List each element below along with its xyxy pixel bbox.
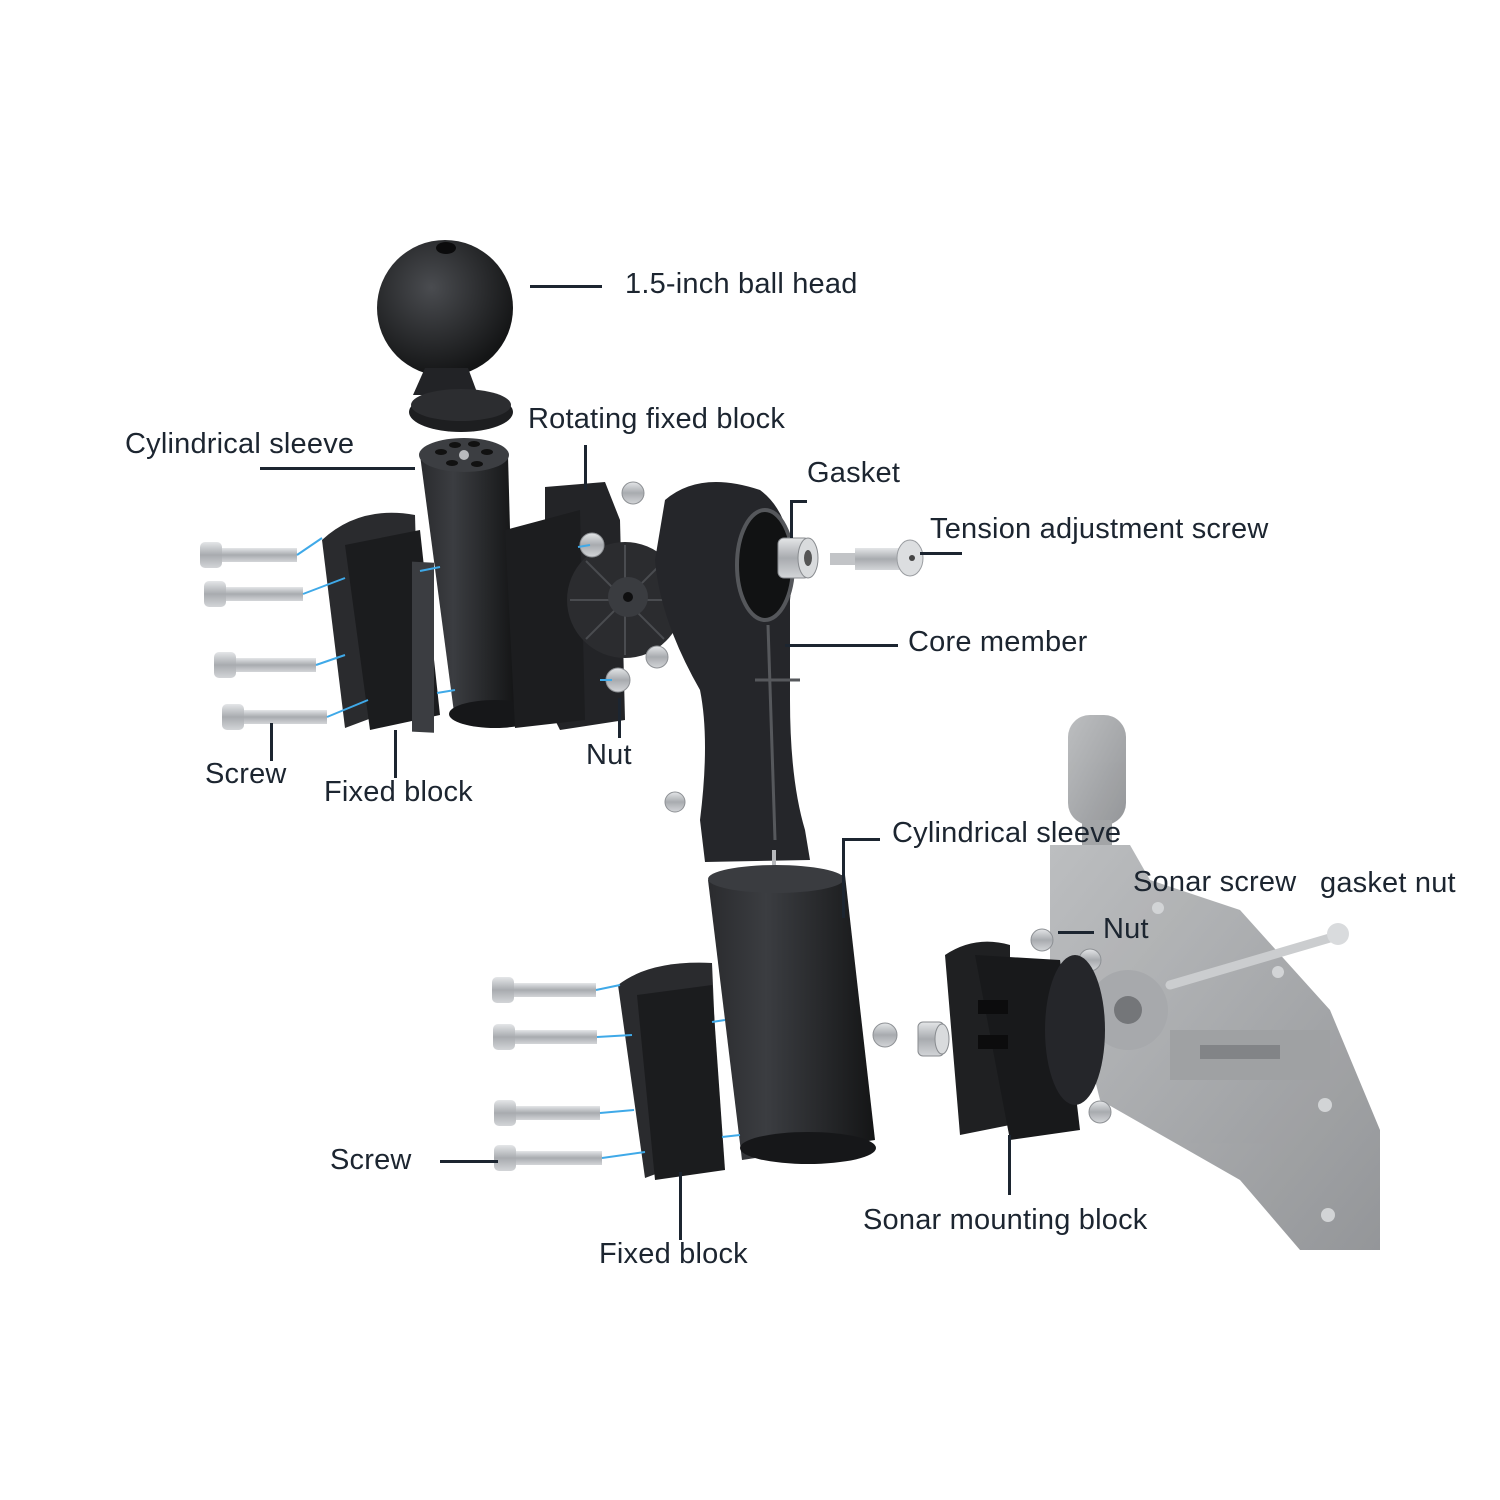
label-nut-bottom: Nut (1103, 913, 1149, 945)
tension-adjustment-screw-part (830, 539, 924, 577)
leader-gasket-v (790, 500, 793, 538)
screws-top (200, 537, 612, 730)
leader-cylindrical-sleeve-top (260, 467, 415, 470)
leader-fixed-block-bottom (679, 1172, 682, 1240)
rotating-fixed-block-part (505, 482, 683, 730)
label-fixed-block-top: Fixed block (324, 776, 473, 808)
label-gasket: Gasket (807, 457, 901, 489)
gasket-small-part (917, 1021, 950, 1057)
core-member-part (655, 482, 810, 862)
label-gasket-nut: gasket nut (1320, 867, 1456, 899)
screws-bottom (492, 977, 741, 1171)
leader-sonar-mounting-block (1008, 1135, 1011, 1195)
leader-nut-bottom (1058, 931, 1094, 934)
fixed-block-top-part (322, 512, 440, 733)
leader-gasket-h (790, 500, 807, 503)
label-sonar-mounting-block: Sonar mounting block (863, 1204, 1148, 1236)
leader-tension-screw (920, 552, 962, 555)
leader-cylindrical-sleeve-bottom-h (842, 838, 880, 841)
leader-rotating-fixed-block (584, 445, 587, 490)
label-rotating-fixed-block: Rotating fixed block (528, 403, 786, 435)
label-cylindrical-sleeve-bottom: Cylindrical sleeve (892, 817, 1122, 849)
sonar-unit-ghost (1050, 715, 1380, 1250)
gasket-part (777, 537, 819, 579)
leader-screw-bottom (440, 1160, 498, 1163)
leader-cylindrical-sleeve-bottom-v (842, 838, 845, 918)
label-cylindrical-sleeve-top: Cylindrical sleeve (125, 428, 355, 460)
leader-screw-top (270, 723, 273, 761)
label-tension-adjustment-screw: Tension adjustment screw (930, 513, 1269, 545)
label-sonar-screw: Sonar screw (1133, 866, 1297, 898)
leader-core-member (785, 644, 898, 647)
label-screw-top: Screw (205, 758, 287, 790)
leader-ball-head (530, 285, 602, 288)
ball-head-part (377, 240, 513, 432)
label-nut-top: Nut (586, 739, 632, 771)
label-screw-bottom: Screw (330, 1144, 412, 1176)
leader-nut-top (618, 698, 621, 738)
leader-fixed-block-top (394, 730, 397, 778)
sonar-mounting-block-part (945, 941, 1105, 1140)
label-ball-head: 1.5-inch ball head (625, 268, 858, 300)
cylindrical-sleeve-bottom-part (708, 850, 876, 1164)
label-core-member: Core member (908, 626, 1088, 658)
fixed-block-bottom-part (618, 962, 725, 1180)
label-fixed-block-bottom: Fixed block (599, 1238, 748, 1270)
